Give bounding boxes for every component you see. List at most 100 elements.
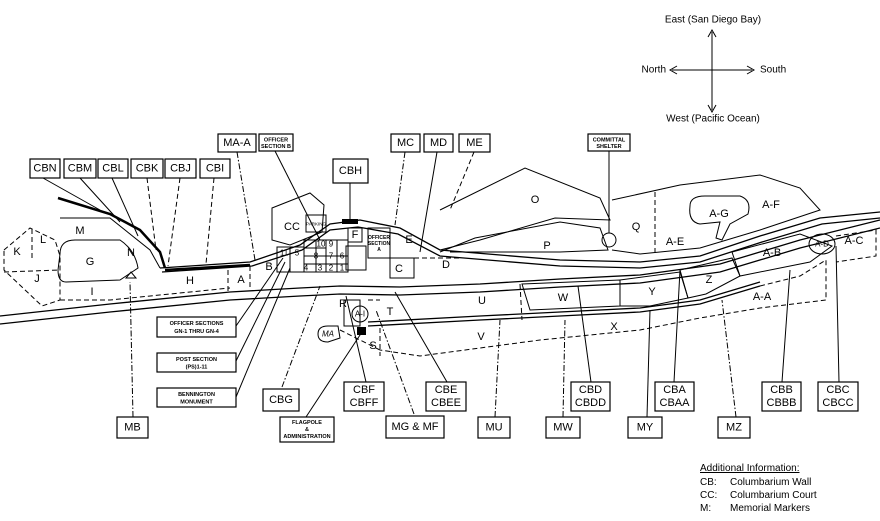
section-ab: A-B	[763, 247, 781, 259]
section-ma: MA	[322, 330, 334, 339]
legend: Additional Information: CB: Columbarium …	[700, 463, 876, 515]
section-g: G	[86, 256, 95, 268]
post-section-11: 11	[280, 249, 289, 258]
section-m: M	[75, 225, 84, 237]
legend-key: M:	[700, 503, 712, 514]
section-s: S	[369, 340, 376, 352]
callout-cbd-line2: CBDD	[575, 397, 606, 409]
section-j: J	[34, 273, 40, 285]
post-section-1: 1	[340, 264, 345, 273]
section-labels: K L M G N J I H A B CC PARKING 11 5 10 9…	[13, 194, 863, 352]
section-l: L	[40, 234, 46, 246]
legend-key: CC:	[700, 490, 718, 501]
compass-south: South	[760, 65, 786, 76]
callout-cbl: CBL	[102, 163, 123, 175]
callout-ma-a: MA-A	[223, 137, 251, 149]
section-cc: CC	[284, 221, 300, 233]
callout-cba-line2: CBAA	[660, 397, 691, 409]
callout-cbi: CBI	[206, 163, 224, 175]
post-section-3: 3	[318, 264, 323, 273]
callout-cbn: CBN	[33, 163, 56, 175]
callout-officer-gn-line1: OFFICER SECTIONS	[170, 321, 224, 327]
callout-cbf-line2: CBFF	[350, 397, 379, 409]
section-w: W	[558, 292, 569, 304]
section-d: D	[442, 259, 450, 271]
section-u: U	[478, 295, 486, 307]
callout-bennington-line1: BENNINGTON	[178, 392, 215, 398]
legend-title: Additional Information:	[700, 463, 800, 474]
callout-my: MY	[637, 422, 654, 434]
post-section-5: 5	[295, 249, 300, 258]
callout-flagpole-line3: ADMINISTRATION	[283, 434, 330, 440]
officer-a-line3: A	[377, 247, 381, 253]
legend-value: Columbarium Wall	[730, 477, 812, 488]
section-ag: A-G	[709, 208, 729, 220]
post-section-7: 7	[329, 252, 334, 261]
officer-a-line2: SECTION	[368, 241, 391, 247]
post-section-4: 4	[304, 264, 309, 273]
callout-post-line1: POST SECTION	[176, 357, 217, 363]
callout-post-line2: (PS)1-11	[186, 365, 208, 371]
section-ac: A-C	[845, 235, 864, 247]
section-a: A	[237, 274, 245, 286]
section-p: P	[543, 240, 550, 252]
callout-md: MD	[430, 137, 447, 149]
callout-mu: MU	[485, 422, 502, 434]
post-section-8: 8	[314, 252, 319, 261]
callout-cbc-line2: CBCC	[822, 397, 853, 409]
section-c: C	[395, 263, 403, 275]
legend-value: Columbarium Court	[730, 490, 817, 501]
callout-officer-b-line1: OFFICER	[264, 138, 288, 144]
section-i: I	[90, 286, 93, 298]
section-outlines	[3, 167, 877, 357]
section-ai: A-I	[355, 310, 365, 319]
compass-west: West (Pacific Ocean)	[666, 114, 760, 125]
section-r: R	[339, 298, 347, 310]
section-f: F	[352, 229, 359, 241]
section-o: O	[531, 194, 540, 206]
legend-item: CB: Columbarium Wall	[700, 476, 876, 489]
post-section-9: 9	[329, 240, 334, 249]
callout-cbd-line1: CBD	[579, 384, 602, 396]
section-ae: A-E	[666, 236, 684, 248]
compass-east: East (San Diego Bay)	[665, 15, 761, 26]
callout-boxes: CBN CBM CBL CBK CBJ CBI MA-A OFFICER SEC…	[29, 133, 859, 443]
callout-cbb-line1: CBB	[770, 384, 793, 396]
callout-mb: MB	[124, 422, 141, 434]
post-section-10: 10	[317, 240, 326, 249]
compass-north: North	[642, 65, 666, 76]
callout-cbg: CBG	[269, 394, 293, 406]
callout-bennington-line2: MONUMENT	[180, 400, 213, 406]
legend-value: Memorial Markers	[730, 503, 811, 514]
leader-lines	[42, 150, 840, 418]
callout-flagpole-line1: FLAGPOLE	[292, 420, 322, 426]
roads	[0, 196, 880, 327]
callout-officer-b-line2: SECTION B	[261, 144, 291, 150]
callout-officer-gn-line2: GN-1 THRU GN-4	[174, 329, 220, 335]
section-b: B	[265, 261, 272, 273]
callout-cbf-line1: CBF	[353, 384, 375, 396]
callout-cbc-line1: CBC	[826, 384, 849, 396]
section-v: V	[477, 331, 485, 343]
callout-me: ME	[466, 137, 483, 149]
callout-mg-mf: MG & MF	[391, 421, 438, 433]
callout-cbh: CBH	[339, 165, 362, 177]
callout-committal-line2: SHELTER	[596, 144, 621, 150]
section-ad: A-D	[815, 240, 829, 249]
section-parking: PARKING	[306, 222, 326, 227]
legend-key: CB:	[700, 477, 717, 488]
post-section-6: 6	[340, 252, 345, 261]
post-section-2: 2	[329, 264, 334, 273]
section-x: X	[610, 321, 618, 333]
section-aa: A-A	[753, 291, 772, 303]
section-h: H	[186, 275, 194, 287]
callout-cba-line1: CBA	[663, 384, 686, 396]
callout-cbm: CBM	[68, 163, 92, 175]
section-y: Y	[648, 286, 656, 298]
section-t: T	[387, 306, 394, 318]
section-z: Z	[706, 274, 713, 286]
section-af: A-F	[762, 199, 780, 211]
section-n: N	[127, 247, 135, 259]
legend-item: CC: Columbarium Court	[700, 489, 876, 502]
